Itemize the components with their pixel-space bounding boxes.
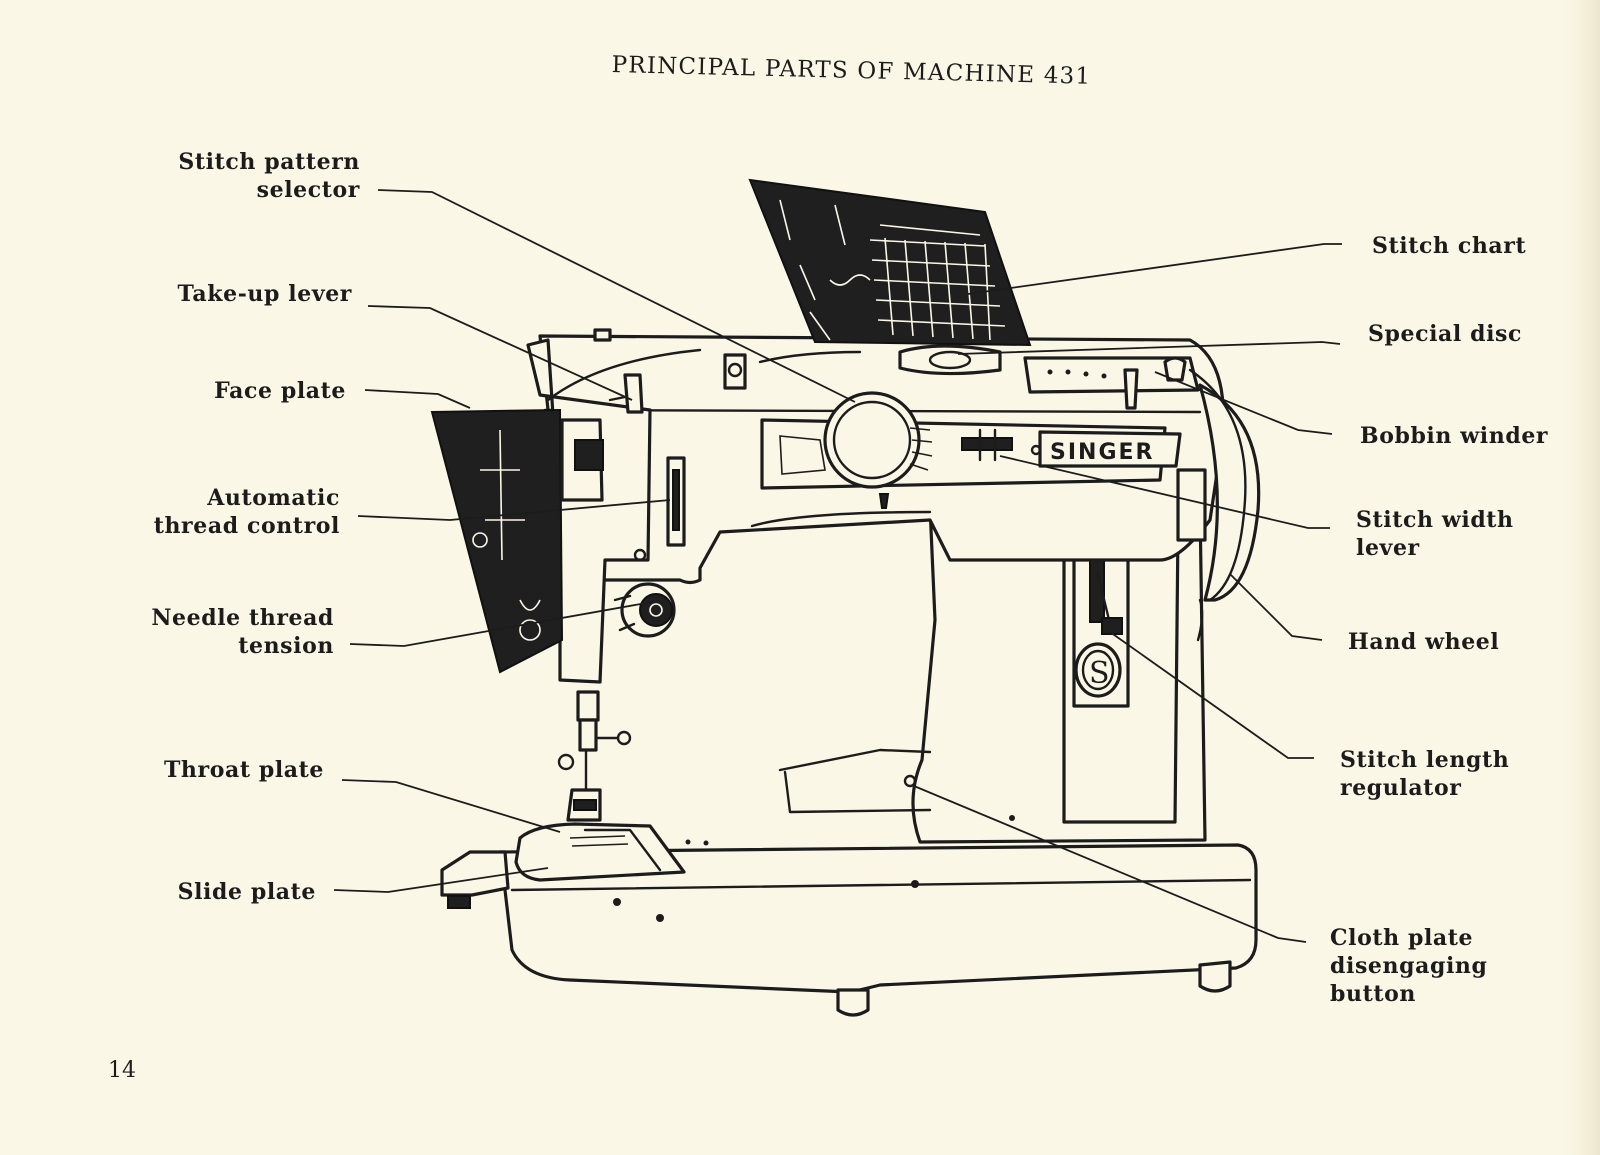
leader-needle-thread-tension [349,601,653,647]
leader-take-up-lever [367,305,633,401]
singer-logo-text: SINGER [1050,440,1154,465]
label-stitch-chart: Stitch chart [1372,233,1527,259]
leader-bobbin-winder [1154,371,1333,435]
label-hand-wheel: Hand wheel [1348,629,1500,655]
slide-plate-drawing [514,822,686,882]
machine-bed [440,839,1258,1017]
label-stitch-pattern-selector: Stitch pattern selector [178,149,360,203]
singer-badge: SINGER [961,428,1182,468]
label-needle-thread-tension: Needle thread tension [151,605,334,659]
stitch-chart-drawing [748,178,1032,347]
stitch-pattern-selector-drawing [823,391,933,509]
leader-automatic-thread-control [357,499,671,521]
label-bobbin-winder: Bobbin winder [1360,423,1549,449]
leader-throat-plate [341,779,561,833]
page-number: 14 [108,1058,136,1083]
leader-lines [333,189,1342,943]
leader-face-plate [364,389,471,409]
machine-head [430,338,686,822]
label-throat-plate: Throat plate [163,757,324,783]
label-special-disc: Special disc [1368,321,1523,347]
leader-stitch-width-lever [999,455,1330,529]
leader-slide-plate [333,867,549,893]
leader-stitch-length-regulator [1109,631,1314,759]
hand-wheel-drawing [1176,368,1261,642]
stitch-chart-grid [869,237,1006,341]
label-slide-plate: Slide plate [177,879,316,905]
page-edge [1564,0,1600,1155]
leader-hand-wheel [1229,573,1323,641]
leader-stitch-chart [967,243,1342,295]
leader-cloth-plate-disengaging-button [913,785,1307,943]
leader-stitch-pattern-selector [377,189,856,403]
leader-special-disc [957,341,1341,355]
label-stitch-length-regulator: Stitch length regulator [1340,747,1510,801]
label-automatic-thread-control: Automatic thread control [153,485,340,539]
svg-text:S: S [1089,656,1110,691]
label-face-plate: Face plate [214,378,346,404]
label-cloth-plate-disengaging-button: Cloth plate disengaging button [1330,925,1488,1007]
label-take-up-lever: Take-up lever [177,281,352,307]
label-stitch-width-lever: Stitch width lever [1356,507,1514,561]
